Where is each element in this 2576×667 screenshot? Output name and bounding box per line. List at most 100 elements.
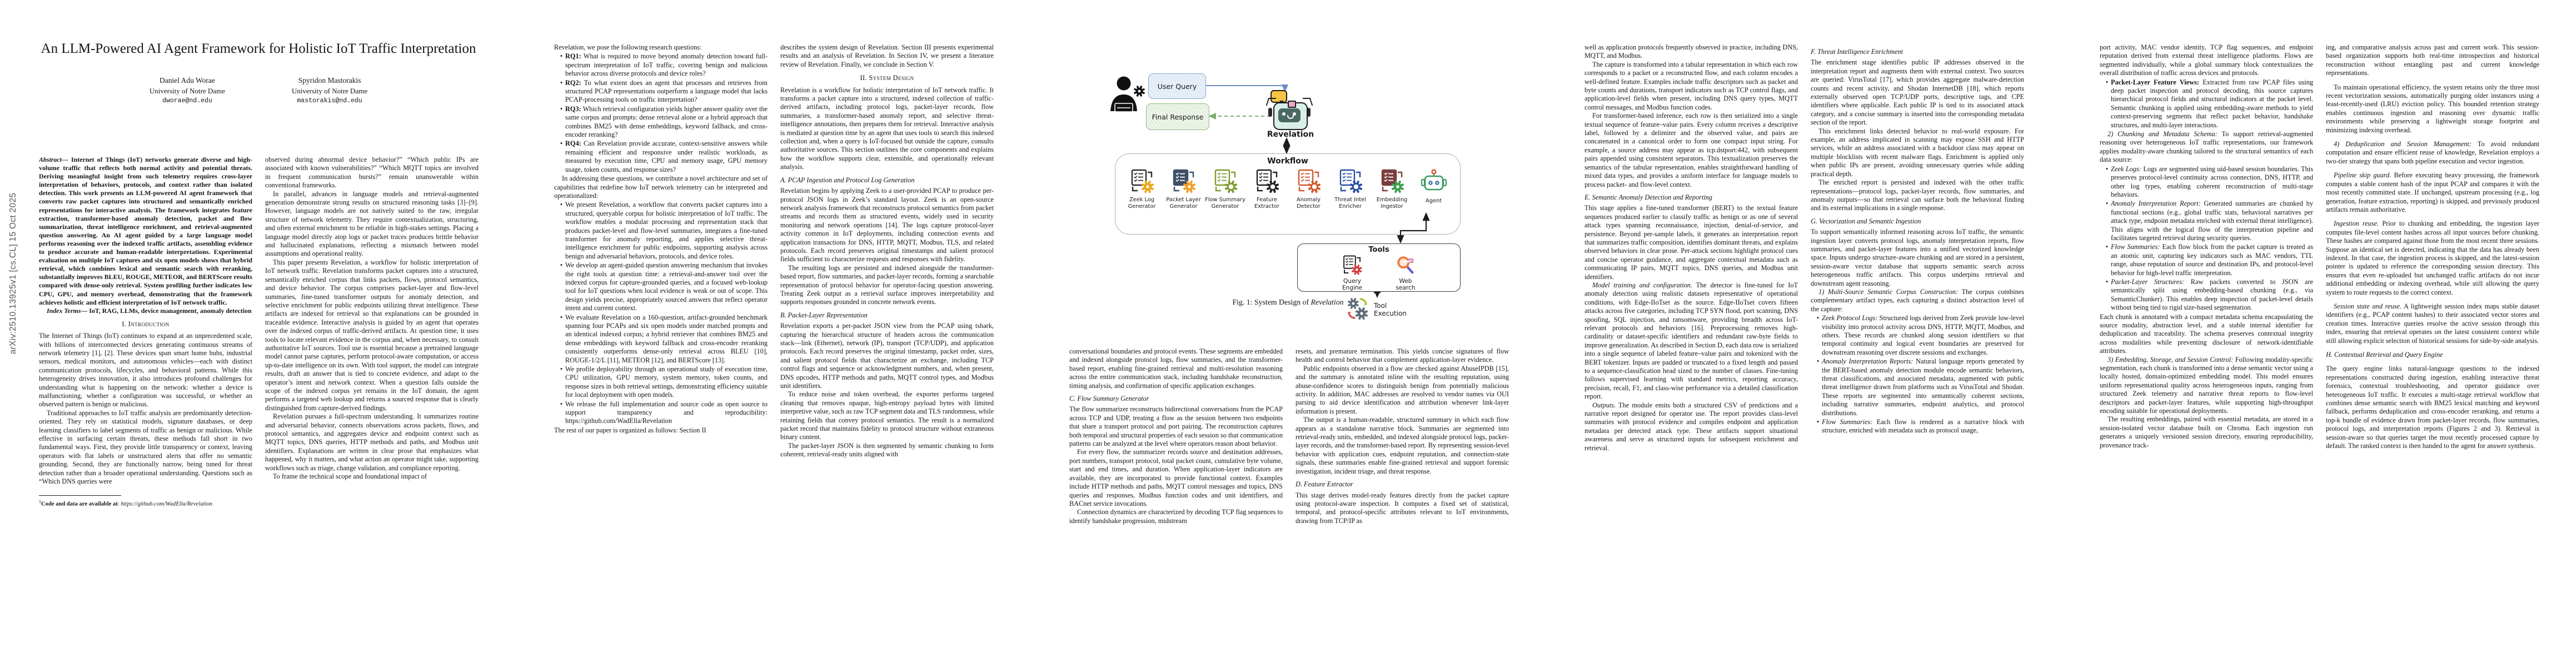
feature-extractor-icon — [1246, 168, 1288, 196]
subsection-heading: B. Packet-Layer Representation — [780, 311, 868, 319]
list-item: •RQ4: Can Revelation provide accurate, c… — [554, 140, 768, 174]
paragraph-lead: 3) Embedding, Storage, and Session Contr… — [2107, 355, 2234, 364]
subsection-heading: C. Flow Summary Generator — [1069, 395, 1149, 403]
bullet-list: •We present Revelation, a workflow that … — [554, 201, 768, 426]
author-name: Spyridon Mastorakis — [298, 76, 361, 84]
bullet-icon: • — [560, 104, 563, 113]
bullet-icon: • — [560, 140, 563, 148]
list-item: •Anomaly Interpretation Report: Generate… — [2100, 200, 2313, 242]
gears-sync-icon — [1345, 296, 1371, 323]
list-item-lead: Packet-Layer Feature Views: — [2111, 78, 2199, 86]
paragraph: Revelation pursues a full-spectrum under… — [265, 412, 479, 472]
paragraph: Public endpoints observed in a flow are … — [1296, 364, 1509, 415]
title-block: An LLM-Powered AI Agent Framework for Ho… — [39, 40, 478, 104]
subsection-heading: D. Feature Extractor — [1296, 480, 1353, 489]
list-item-text: Flow Summaries: Each flow is rendered as… — [1822, 418, 2024, 435]
paragraph: Revelation exports a per-packet JSON vie… — [780, 322, 994, 390]
paragraph: To reduce noise and token overhead, the … — [780, 390, 994, 441]
robot-chip — [1288, 101, 1296, 108]
paragraph: 3) Embedding, Storage, and Session Contr… — [2100, 355, 2313, 415]
zeek-log-generator-icon — [1121, 168, 1163, 196]
paragraph: Revelation is a workflow for holistic in… — [780, 86, 994, 171]
list-item: •We release the full implementation and … — [554, 400, 768, 426]
paragraph: describes the system design of Revelatio… — [780, 43, 994, 68]
paragraph: port activity, MAC vendor identity, TCP … — [2100, 43, 2313, 77]
paragraph: resets, and premature termination. This … — [1296, 347, 1509, 364]
bullet-list: •Zeek Protocol Logs: Structured logs der… — [1811, 314, 2024, 435]
paragraph: ing, and comparative analysis across pas… — [2326, 43, 2539, 77]
paragraph: 1) Multi-Source Semantic Corpus Construc… — [1811, 287, 2024, 313]
packet-layer-generator: Packet Layer Generator — [1163, 168, 1204, 210]
paragraph: This stage applies a fine-tuned transfor… — [1585, 204, 1798, 281]
list-item-text: Zeek Logs: Logs are segmented using uid-… — [2111, 165, 2313, 198]
page-1: arXiv:2510.13925v1 [cs.CL] 15 Oct 2025 A… — [0, 0, 515, 667]
zeek-log-generator-label: Zeek Log Generator — [1128, 197, 1156, 210]
paragraph: Session state and reuse. A lightweight s… — [2326, 302, 2539, 345]
list-item-lead: RQ4: — [565, 140, 581, 148]
bullet-icon: • — [560, 52, 563, 61]
list-item-text: Anomaly Interpretation Report: Generated… — [2111, 200, 2313, 242]
bullet-icon: • — [1816, 314, 1820, 322]
author-affiliation: University of Notre Dame — [149, 87, 225, 95]
user-query-label: User Query — [1157, 82, 1197, 91]
paragraph: observed during abnormal device behavior… — [265, 156, 479, 190]
author-email: dworae@nd.edu — [162, 97, 212, 104]
paragraph: To support semantically informed reasoni… — [1811, 228, 2024, 287]
paragraph: The resulting logs are persisted and ind… — [780, 263, 994, 306]
paragraph-lead: 2) Chunking and Metadata Schema: — [2107, 130, 2218, 138]
list-item-text: Zeek Protocol Logs: Structured logs deri… — [1822, 314, 2024, 356]
tools-label: Tools — [1368, 246, 1389, 254]
footnote-text: Code and data are available at — [41, 501, 118, 507]
bullet-icon: • — [2105, 165, 2109, 173]
list-item-lead: Packet-Layer Structures: — [2111, 277, 2185, 286]
final-response-box: Final Response — [1146, 103, 1209, 130]
bullet-list: •Packet-Layer Feature Views: Extracted f… — [2100, 78, 2313, 130]
embedding-ingestor-icon — [1371, 168, 1413, 196]
list-item-text: We evaluate Revelation on a 160-question… — [565, 313, 768, 364]
paragraph: The rest of our paper is organized as fo… — [554, 426, 706, 434]
paragraph-lead: Pipeline skip guard. — [2334, 171, 2391, 180]
list-item: •We evaluate Revelation on a 160-questio… — [554, 313, 768, 365]
list-item-text: Flow Summaries: Each flow block from the… — [2111, 243, 2313, 277]
subsection-heading: H. Contextual Retrieval and Query Engine — [2326, 351, 2443, 359]
bullet-list: •Zeek Logs: Logs are segmented using uid… — [2100, 165, 2313, 312]
column: ing, and comparative analysis across pas… — [2326, 43, 2539, 639]
paragraph: In parallel, advances in language models… — [265, 190, 479, 258]
list-item-lead: Anomaly Interpretation Report: — [2111, 200, 2201, 208]
paragraph: The Internet of Things (IoT) continues t… — [39, 332, 252, 409]
paragraph: The query engine links natural-language … — [2326, 365, 2539, 450]
tool-execution: Tool Execution — [1345, 296, 1407, 323]
list-item-lead: Zeek Protocol Logs: — [1822, 314, 1878, 322]
paragraph: This stage derives model-ready features … — [1296, 491, 1509, 525]
paragraph: Pipeline skip guard. Before executing he… — [2326, 171, 2539, 213]
paragraph-lead: Outputs. — [1592, 401, 1616, 409]
page-2: Revelation, we pose the following resear… — [515, 0, 1030, 667]
page-3: User Query Final Response Revelation — [1030, 0, 1546, 667]
list-item-text: RQ1: What is required to move beyond ano… — [565, 52, 768, 78]
column: observed during abnormal device behavior… — [265, 156, 479, 638]
paragraph: In addressing these questions, we contri… — [554, 175, 768, 200]
list-item-lead: Anomaly Interpretation Reports: — [1822, 357, 1914, 366]
list-item-text: RQ4: Can Revelation provide accurate, co… — [565, 140, 768, 173]
anomaly-detector: Anomaly Detector — [1288, 168, 1329, 210]
subsection-heading: G. Vectorization and Semantic Ingestion — [1811, 217, 1921, 225]
page-title: An LLM-Powered AI Agent Framework for Ho… — [41, 41, 476, 56]
paragraph: For transformer-based inference, each ro… — [1585, 112, 1798, 188]
list-item-text: We develop an agent-guided question answ… — [565, 261, 768, 312]
column: port activity, MAC vendor identity, TCP … — [2100, 43, 2313, 639]
paragraph: Traditional approaches to IoT traffic an… — [39, 409, 252, 486]
list-item-text: Anomaly Interpretation Reports: Natural … — [1822, 357, 2024, 417]
list-item-lead: Zeek Logs: — [2111, 165, 2141, 173]
tool-execution-label: Tool Execution — [1374, 301, 1407, 317]
flow-summary-generator-icon — [1204, 168, 1246, 196]
list-item-text: RQ3: Which retrieval configuration yield… — [565, 104, 768, 139]
paragraph: The packet-layer JSON is then segmented … — [780, 441, 994, 459]
paragraph: This enrichment links detected behavior … — [1811, 127, 2024, 178]
revelation-agent-icon: Revelation — [1265, 90, 1314, 146]
list-item-lead: RQ3: — [565, 104, 581, 113]
paragraph: Ingestion reuse. Prior to chunking and e… — [2326, 220, 2539, 296]
packet-layer-generator-icon — [1163, 168, 1204, 196]
bullet-icon: • — [2105, 277, 2109, 286]
